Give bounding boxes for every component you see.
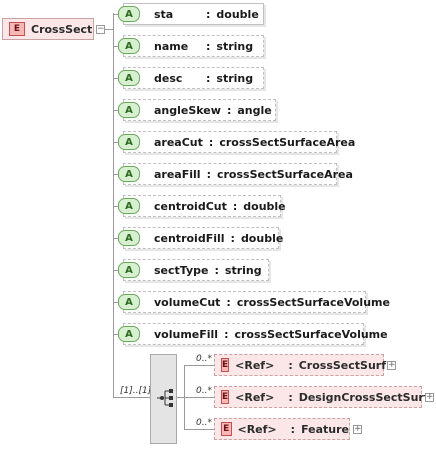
attribute-separator: : [206,167,211,181]
attribute-separator: : [232,199,238,213]
sequence-compositor[interactable] [150,354,177,444]
ref-separator: : [288,390,293,404]
attribute-separator: : [230,231,235,245]
attribute-type: crossSectSurfaceVolume [234,327,388,341]
attribute-separator: : [206,39,211,53]
attribute-type: double [216,7,259,21]
attribute-badge: A [118,326,140,342]
sequence-icon [157,389,173,407]
attribute-name: centroidCut [154,199,227,213]
attribute-type: crossSectSurfaceArea [216,167,353,181]
child-element-designcrosssectsurf[interactable]: E <Ref>: DesignCrossSectSurf [214,386,429,408]
attribute-type: angle [237,103,272,117]
sequence-cardinality: [1]..[1] [120,386,152,396]
attribute-trunk [113,13,114,397]
attribute-type: string [224,263,262,277]
attribute-separator: : [224,327,229,341]
attribute-type: string [216,71,254,85]
child-cardinality: 0..* [196,354,212,364]
attribute-badge: A [118,6,140,22]
attribute-badge: A [118,230,140,246]
attribute-name: centroidFill [154,231,225,245]
attribute-separator: : [208,135,214,149]
attribute-name: sectType [154,263,209,277]
attribute-badge: A [118,70,140,86]
attribute-type: crossSectSurfaceVolume [236,295,390,309]
sequence-out-connector [177,397,184,398]
attribute-name: volumeFill [154,327,219,341]
child-element-feature[interactable]: E <Ref>: Feature [214,418,350,440]
attribute-type: crossSectSurfaceArea [219,135,356,149]
attribute-type: double [240,231,284,245]
root-element-name: CrossSect [31,22,93,36]
attribute-separator: : [226,103,232,117]
collapse-toggle-icon[interactable]: − [96,24,105,34]
element-badge: E [221,390,230,404]
child-connector [184,365,214,366]
attribute-name: angleSkew [154,103,221,117]
attribute-badge: A [118,166,140,182]
attribute-separator: : [206,71,211,85]
child-connector [184,429,214,430]
attribute-badge: A [118,134,140,150]
attribute-separator: : [206,7,211,21]
attribute-name: areaFill [154,167,201,181]
attribute-type: double [243,199,286,213]
attribute-name: sta [154,7,174,21]
ref-separator: : [290,422,296,436]
attribute-type: string [216,39,254,53]
child-connector [184,397,214,398]
child-element-name: Feature [301,422,349,436]
child-cardinality: 0..* [196,418,212,428]
expand-icon[interactable]: + [425,392,434,402]
child-element-name: CrossSectSurf [298,358,386,372]
attribute-badge: A [118,38,140,54]
attribute-badge: A [118,294,140,310]
root-connector [105,29,113,30]
attribute-name: areaCut [154,135,203,149]
attribute-badge: A [118,262,140,278]
ref-label: <Ref> [237,422,277,436]
child-element-name: DesignCrossSectSurf [298,390,429,404]
root-element-crosssect[interactable]: E CrossSect [2,18,94,40]
attribute-separator: : [214,263,219,277]
element-badge: E [9,22,25,36]
expand-icon[interactable]: + [387,360,396,370]
sequence-connector [113,397,150,398]
ref-separator: : [288,358,293,372]
child-element-crosssectsurf[interactable]: E <Ref>: CrossSectSurf [214,354,386,376]
attribute-badge: A [118,102,140,118]
element-badge: E [221,358,230,372]
attribute-name: name [154,39,189,53]
child-cardinality: 0..* [196,386,212,396]
element-badge: E [221,422,232,436]
attribute-separator: : [226,295,231,309]
attribute-name: desc [154,71,183,85]
attribute-name: volumeCut [154,295,221,309]
ref-label: <Ref> [235,358,275,372]
expand-icon[interactable]: + [353,424,362,434]
ref-label: <Ref> [235,390,275,404]
attribute-badge: A [118,198,140,214]
